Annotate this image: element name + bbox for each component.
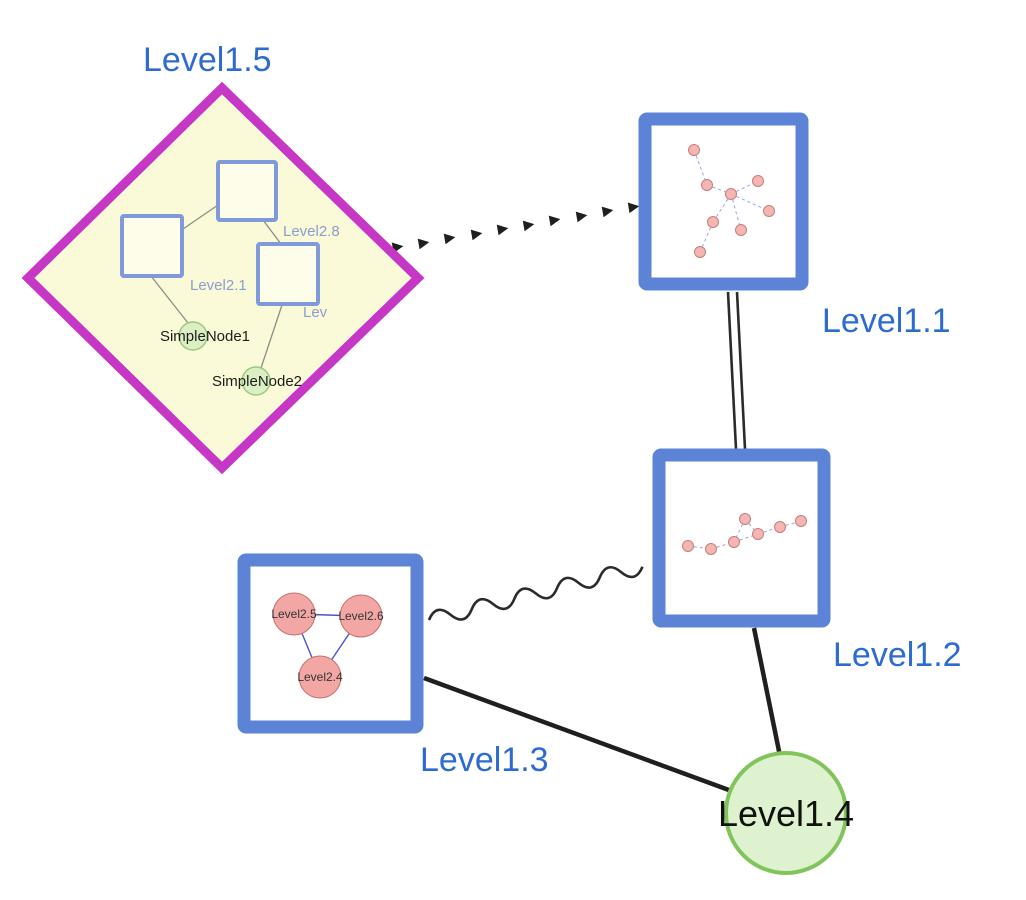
node-level1_4[interactable] <box>724 751 848 875</box>
level1_5-diamond-shape[interactable] <box>21 81 425 475</box>
label-level2_lev: Lev <box>303 304 328 321</box>
mini-node[interactable] <box>682 540 694 552</box>
label-level2_1: Level2.1 <box>190 277 247 294</box>
group-node-level2_lev[interactable] <box>256 242 320 306</box>
node-simplenode1[interactable] <box>178 321 208 351</box>
edge-level1_5-level1_1-dashed-arrow[interactable] <box>391 202 640 254</box>
level1_2-inner-nodes <box>682 513 807 555</box>
mini-node[interactable] <box>752 175 764 187</box>
level1_2-frame[interactable] <box>652 448 831 628</box>
label-level2_8: Level2.8 <box>283 223 340 240</box>
label-level2_6: Level2.6 <box>338 609 384 623</box>
label-level1_5: Level1.5 <box>143 41 272 79</box>
node-level2_4[interactable] <box>298 655 342 699</box>
edge-level1_2-level1_4[interactable] <box>751 627 783 757</box>
mini-node[interactable] <box>739 513 751 525</box>
mini-node[interactable] <box>701 179 713 191</box>
mini-node[interactable] <box>735 224 747 236</box>
node-simplenode2[interactable] <box>241 366 271 396</box>
label-level1_2: Level1.2 <box>833 636 962 674</box>
group-node-level1_2[interactable] <box>652 448 831 628</box>
edge-level1_3-level1_2-wavy-line[interactable] <box>427 559 644 627</box>
group-node-level1_1[interactable] <box>638 112 809 291</box>
mini-node[interactable] <box>795 515 807 527</box>
group-node-level1_3[interactable]: Level2.5 Level2.6 Level2.4 <box>237 553 424 734</box>
label-level2_4: Level2.4 <box>297 670 343 684</box>
level1_1-frame[interactable] <box>638 112 809 291</box>
group-node-level2_1[interactable] <box>120 214 184 278</box>
edge-level1_1-level1_2-double-line[interactable] <box>726 291 747 450</box>
mini-node[interactable] <box>688 144 700 156</box>
label-level2_5: Level2.5 <box>271 607 317 621</box>
label-simplenode2: SimpleNode2 <box>212 373 302 390</box>
mini-node[interactable] <box>728 536 740 548</box>
node-level2_6[interactable] <box>339 594 383 638</box>
node-level2_5[interactable] <box>272 592 316 636</box>
label-simplenode1: SimpleNode1 <box>160 328 250 345</box>
label-level1_1: Level1.1 <box>822 302 951 340</box>
mini-node[interactable] <box>694 246 706 258</box>
mini-node[interactable] <box>752 528 764 540</box>
label-level1_4: Level1.4 <box>718 793 854 834</box>
mini-node[interactable] <box>725 188 737 200</box>
mini-node[interactable] <box>774 521 786 533</box>
group-node-level2_8[interactable] <box>216 160 278 222</box>
group-node-level1_5[interactable]: Level2.8 Level2.1 Lev SimpleNode1 Simple… <box>21 81 425 475</box>
mini-node[interactable] <box>763 205 775 217</box>
level1_1-inner-nodes <box>688 144 775 258</box>
mini-node[interactable] <box>707 216 719 228</box>
level1_3-frame[interactable] <box>237 553 424 734</box>
mini-node[interactable] <box>705 543 717 555</box>
level1_5-inner-edges <box>150 204 284 369</box>
label-level1_3: Level1.3 <box>420 741 549 779</box>
edge-level1_3-level1_4[interactable] <box>423 675 738 796</box>
